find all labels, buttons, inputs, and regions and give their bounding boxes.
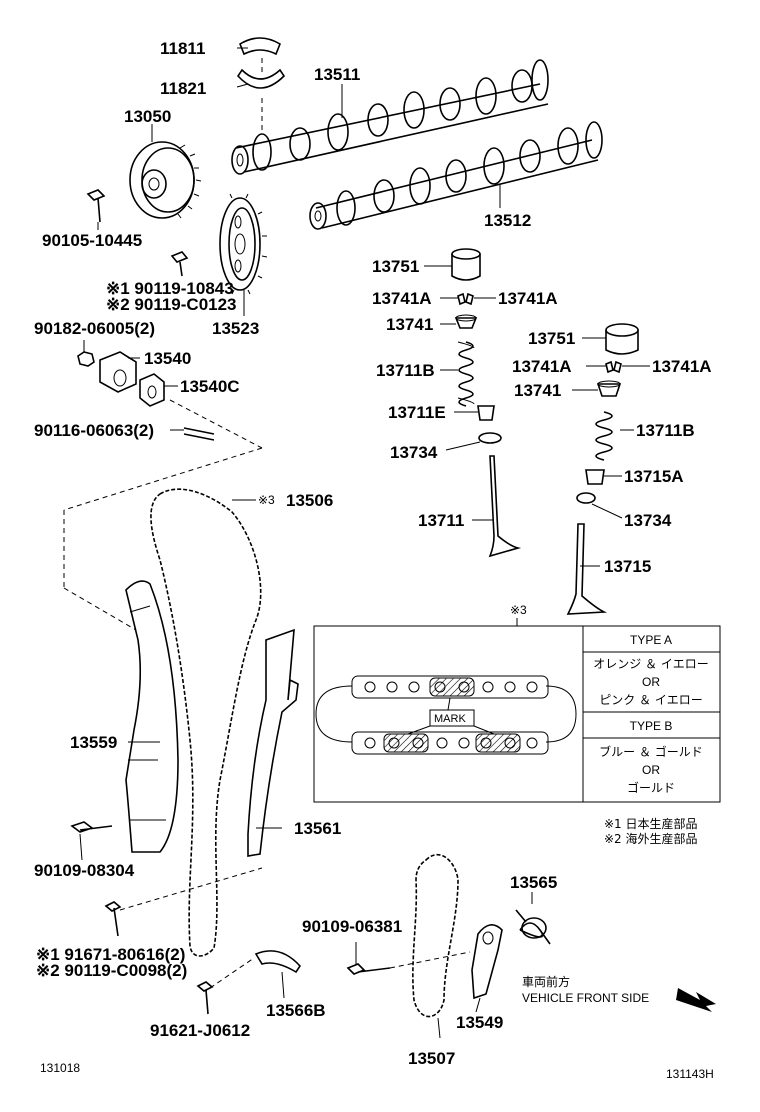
legend-type-b: TYPE B — [630, 719, 673, 733]
label-90109-06381: 90109-06381 — [302, 917, 402, 936]
camshaft-timing-sprocket — [219, 193, 268, 295]
label-91621-J0612: 91621-J0612 — [150, 1021, 250, 1040]
bolt-90109-08304 — [70, 821, 113, 833]
label-90119-C0098: ※2 90119-C0098(2) — [36, 961, 187, 980]
valve-stem-seal-intake — [478, 432, 502, 444]
label-13741-a: 13741 — [386, 315, 433, 334]
valve-keeper-exhaust — [605, 360, 622, 374]
oil-pump-chain — [412, 853, 459, 1018]
legend-type-a-line1: オレンジ ＆ イエロー — [593, 657, 709, 671]
legend-type-b-or: OR — [642, 763, 660, 777]
nut-90182 — [77, 351, 95, 367]
legend-ref: ※3 — [510, 603, 527, 617]
legend-type-b-line1: ブルー ＆ ゴールド — [599, 744, 703, 759]
label-13741A-a1: 13741A — [372, 289, 432, 308]
bolt-91671 — [104, 901, 122, 937]
camshaft-intake — [231, 59, 549, 175]
label-13559: 13559 — [70, 733, 117, 752]
label-13711B-a: 13711B — [376, 361, 435, 380]
label-13565: 13565 — [510, 873, 557, 892]
label-90119-C0123: ※2 90119-C0123 — [106, 295, 237, 314]
oil-pump-chain-tensioner-arm — [471, 924, 503, 1000]
footer-right-code: 131143H — [666, 1067, 714, 1081]
direction-jp: 車両前方 — [522, 974, 570, 989]
label-13751-a: 13751 — [372, 257, 419, 276]
chain-tensioner-slipper — [254, 950, 302, 974]
tensioner-spring — [515, 909, 551, 945]
label-90119-10843: ※1 90119-10843 — [106, 279, 234, 298]
legend-mark-label: MARK — [434, 713, 466, 725]
intake-valve — [488, 455, 522, 558]
chain-slipper-guide — [125, 580, 179, 853]
timing-chain-upper — [150, 488, 262, 957]
chain-vibration-damper — [247, 628, 299, 857]
label-13511: 13511 — [314, 65, 360, 84]
valve-retainer-intake — [454, 314, 478, 329]
camshaft-bearing-upper — [239, 37, 281, 56]
label-13711B-b: 13711B — [636, 421, 695, 440]
label-13566B: 13566B — [266, 1001, 326, 1020]
label-13506: 13506 — [286, 491, 333, 510]
bolt-90109-06381 — [346, 963, 391, 975]
label-13540: 13540 — [144, 349, 191, 368]
label-13540C: 13540C — [180, 377, 240, 396]
label-13507: 13507 — [408, 1049, 455, 1068]
valve-lifter-intake — [451, 248, 481, 281]
label-90182-06005: 90182-06005(2) — [34, 319, 155, 338]
note-1: ※1 日本生産部品 — [604, 816, 698, 831]
label-13741A-b1: 13741A — [512, 357, 572, 376]
camshaft-timing-gear-assembly — [129, 141, 202, 219]
label-13561: 13561 — [294, 819, 341, 838]
legend-type-a-or: OR — [642, 675, 660, 689]
valve-spring-seat-intake — [477, 405, 495, 421]
label-91671-80616: ※1 91671-80616(2) — [36, 945, 185, 964]
camshaft-bearing-lower — [236, 68, 286, 89]
legend-type-a-line2: ピンク ＆ イエロー — [599, 693, 703, 707]
label-13741A-b2: 13741A — [652, 357, 712, 376]
valve-spring-seat-exhaust — [585, 469, 605, 485]
valve-lifter-exhaust — [605, 323, 639, 355]
label-13711: 13711 — [418, 511, 464, 530]
label-13523: 13523 — [212, 319, 259, 338]
label-13734-b: 13734 — [624, 511, 672, 530]
chain-tensioner — [99, 351, 137, 393]
label-90105-10445: 90105-10445 — [42, 231, 142, 250]
label-13741-b: 13741 — [514, 381, 561, 400]
label-13751-b: 13751 — [528, 329, 575, 348]
bolt-90119 — [170, 251, 189, 277]
exhaust-valve — [566, 523, 608, 615]
label-11811: 11811 — [160, 39, 205, 58]
stud-90116 — [183, 427, 215, 441]
vehicle-front-arrow — [676, 988, 716, 1012]
label-13050: 13050 — [124, 107, 171, 126]
camshaft-exhaust — [309, 121, 603, 230]
direction-en: VEHICLE FRONT SIDE — [522, 991, 649, 1005]
tensioner-gasket — [139, 373, 165, 407]
valve-retainer-exhaust — [596, 380, 622, 397]
valve-stem-seal-exhaust — [576, 492, 596, 504]
bolt-90105 — [86, 189, 106, 223]
chain-mark-legend — [313, 618, 721, 803]
valve-keeper-intake — [457, 292, 474, 306]
bolt-91621 — [196, 981, 214, 1015]
footer-left-code: 131018 — [40, 1061, 80, 1075]
label-13512: 13512 — [484, 211, 531, 230]
valve-spring-intake — [457, 341, 475, 407]
label-13715: 13715 — [604, 557, 651, 576]
label-13734-a: 13734 — [390, 443, 438, 462]
legend-type-b-line2: ゴールド — [627, 780, 675, 795]
label-13715A: 13715A — [624, 467, 684, 486]
label-13506-ref: ※3 — [258, 493, 275, 507]
label-11821: 11821 — [160, 79, 206, 98]
valve-spring-exhaust — [595, 411, 613, 461]
note-2: ※2 海外生産部品 — [604, 831, 698, 846]
label-90116-06063: 90116-06063(2) — [34, 421, 154, 440]
legend-type-a: TYPE A — [630, 633, 672, 647]
label-13711E: 13711E — [388, 403, 446, 422]
label-13549: 13549 — [456, 1013, 503, 1032]
label-13741A-a2: 13741A — [498, 289, 558, 308]
label-90109-08304: 90109-08304 — [34, 861, 135, 880]
